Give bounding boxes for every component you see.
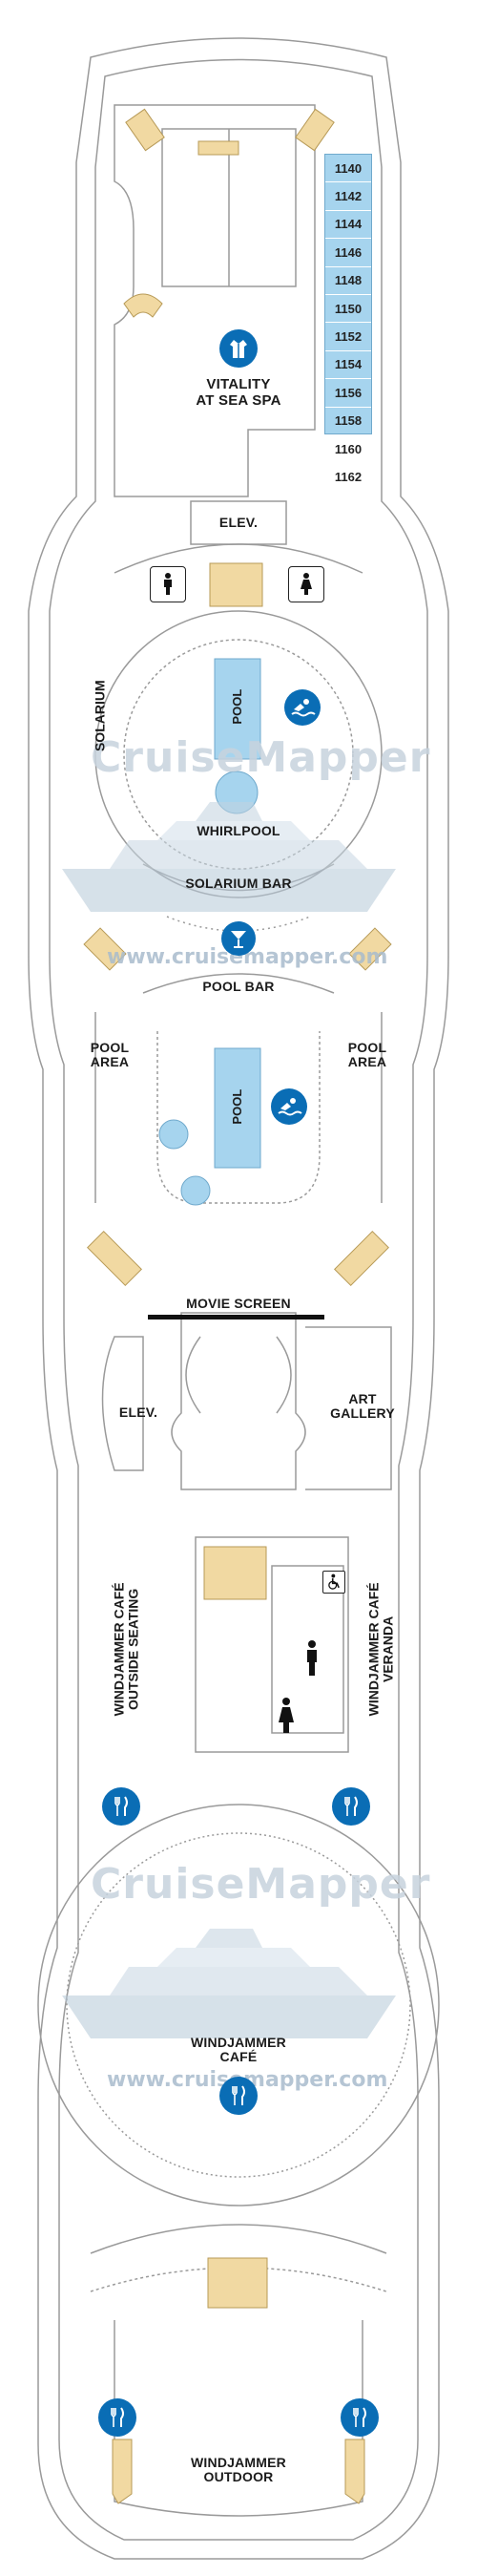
stairs-aft bbox=[207, 2257, 268, 2309]
label-wj-veranda-1: WINDJAMMER CAFÉ bbox=[365, 1582, 382, 1717]
fork-knife-icon bbox=[332, 1787, 370, 1826]
label-wj-veranda: WINDJAMMER CAFÉ VERANDA bbox=[365, 1568, 397, 1730]
label-wj-outdoor: WINDJAMMER OUTDOOR bbox=[172, 2455, 305, 2485]
stairs-deck-right bbox=[334, 1231, 389, 1286]
label-spa: VITALITY AT SEA SPA bbox=[186, 376, 291, 409]
ship-watermark-top bbox=[62, 802, 396, 912]
label-elev-mid: ELEV. bbox=[118, 1404, 158, 1420]
label-pool-area-left: POOL AREA bbox=[81, 1040, 138, 1070]
label-pool-solarium: POOL bbox=[229, 688, 244, 725]
stairs-solarium-right bbox=[348, 927, 392, 971]
label-pool-bar: POOL BAR bbox=[202, 979, 275, 994]
watermark-brand-bottom: CruiseMapper bbox=[91, 1860, 431, 1909]
fork-knife-icon bbox=[341, 2398, 379, 2437]
label-art-gallery-1: ART bbox=[348, 1391, 377, 1406]
restroom-women-icon bbox=[288, 566, 324, 602]
spa-robe-icon bbox=[219, 329, 258, 368]
label-wj-veranda-2: VERANDA bbox=[381, 1615, 396, 1683]
cabin-1144[interactable]: 1144 bbox=[325, 211, 371, 240]
fork-knife-icon bbox=[219, 2077, 258, 2115]
wheelchair-icon bbox=[322, 1571, 345, 1594]
stairs-fwd-left bbox=[125, 108, 165, 152]
label-movie-screen: MOVIE SCREEN bbox=[186, 1296, 291, 1311]
solarium-arc bbox=[114, 543, 363, 574]
cabin-1148[interactable]: 1148 bbox=[325, 267, 371, 295]
label-art-gallery: ART GALLERY bbox=[329, 1391, 396, 1422]
cabin-1160[interactable]: 1160 bbox=[325, 435, 371, 464]
spa-block-outline bbox=[114, 104, 316, 497]
label-spa-line2: AT SEA SPA bbox=[196, 391, 281, 409]
fork-knife-icon bbox=[98, 2398, 136, 2437]
label-pool-area-right-2: AREA bbox=[347, 1054, 387, 1070]
cabin-column: 1140 1142 1144 1146 1148 1150 1152 1154 … bbox=[324, 154, 372, 484]
stairs-centre bbox=[203, 1546, 267, 1600]
label-pool-main: POOL bbox=[229, 1088, 244, 1125]
label-solarium-bar: SOLARIUM BAR bbox=[185, 876, 292, 891]
cabin-1154[interactable]: 1154 bbox=[325, 351, 371, 380]
stairs-spiral bbox=[123, 293, 163, 318]
hull-outline bbox=[28, 37, 449, 2560]
stairs-aft-left bbox=[112, 2439, 133, 2504]
service-block-outline bbox=[195, 1536, 349, 1753]
hot-tub-left-top bbox=[158, 1119, 189, 1150]
label-solarium: SOLARIUM bbox=[92, 680, 108, 752]
label-wj-outdoor-1: WINDJAMMER bbox=[191, 2455, 286, 2470]
movie-screen-bar bbox=[148, 1315, 324, 1320]
stairs-aft-right bbox=[344, 2439, 365, 2504]
restroom-men-icon bbox=[150, 566, 186, 602]
label-pool-area-left-1: POOL bbox=[90, 1040, 130, 1055]
cabin-1140[interactable]: 1140 bbox=[325, 155, 371, 183]
label-elev-top: ELEV. bbox=[218, 515, 259, 530]
label-pool-area-left-2: AREA bbox=[90, 1054, 130, 1070]
stairs-solarium-left bbox=[83, 927, 127, 971]
label-wj-outdoor-2: OUTDOOR bbox=[203, 2469, 274, 2485]
hot-tub-left-bottom bbox=[180, 1175, 211, 1206]
watermark-brand-top: CruiseMapper bbox=[91, 733, 431, 782]
label-wj-outside-seating: WINDJAMMER CAFÉ OUTSIDE SEATING bbox=[111, 1568, 142, 1730]
label-wj-outside-2: OUTSIDE SEATING bbox=[126, 1588, 141, 1711]
fork-knife-icon bbox=[102, 1787, 140, 1826]
cabin-1142[interactable]: 1142 bbox=[325, 182, 371, 211]
stairs-mid bbox=[209, 562, 263, 607]
deck-inner-line bbox=[49, 58, 428, 2541]
label-wj-cafe-2: CAFÉ bbox=[219, 2049, 258, 2065]
swimming-pool-icon bbox=[284, 689, 321, 726]
cabin-1150[interactable]: 1150 bbox=[325, 295, 371, 324]
label-wj-outside-1: WINDJAMMER CAFÉ bbox=[111, 1582, 127, 1717]
label-art-gallery-2: GALLERY bbox=[330, 1405, 395, 1422]
restroom-women-icon bbox=[272, 1695, 301, 1737]
stairs-deck-left bbox=[87, 1231, 142, 1286]
pool-main bbox=[214, 1047, 261, 1169]
cabin-1156[interactable]: 1156 bbox=[325, 379, 371, 408]
swimming-pool-icon bbox=[271, 1088, 307, 1125]
cabin-1158[interactable]: 1158 bbox=[325, 408, 371, 435]
cabin-1146[interactable]: 1146 bbox=[325, 239, 371, 267]
restroom-men-icon bbox=[298, 1637, 326, 1679]
label-whirlpool: WHIRLPOOL bbox=[197, 823, 280, 838]
label-wj-cafe: WINDJAMMER CAFÉ bbox=[172, 2035, 305, 2065]
cabin-1152[interactable]: 1152 bbox=[325, 323, 371, 351]
cabin-1162[interactable]: 1162 bbox=[334, 470, 363, 485]
cocktail-bar-icon bbox=[221, 921, 256, 956]
label-pool-area-right-1: POOL bbox=[347, 1040, 387, 1055]
label-pool-area-right: POOL AREA bbox=[339, 1040, 396, 1070]
label-spa-line1: VITALITY bbox=[206, 376, 271, 392]
label-wj-cafe-1: WINDJAMMER bbox=[191, 2035, 286, 2050]
stairs-fwd-center bbox=[197, 140, 239, 156]
pool-solarium bbox=[214, 658, 261, 760]
stairs-fwd-right bbox=[295, 108, 335, 152]
ship-watermark-bottom bbox=[62, 1929, 396, 2038]
